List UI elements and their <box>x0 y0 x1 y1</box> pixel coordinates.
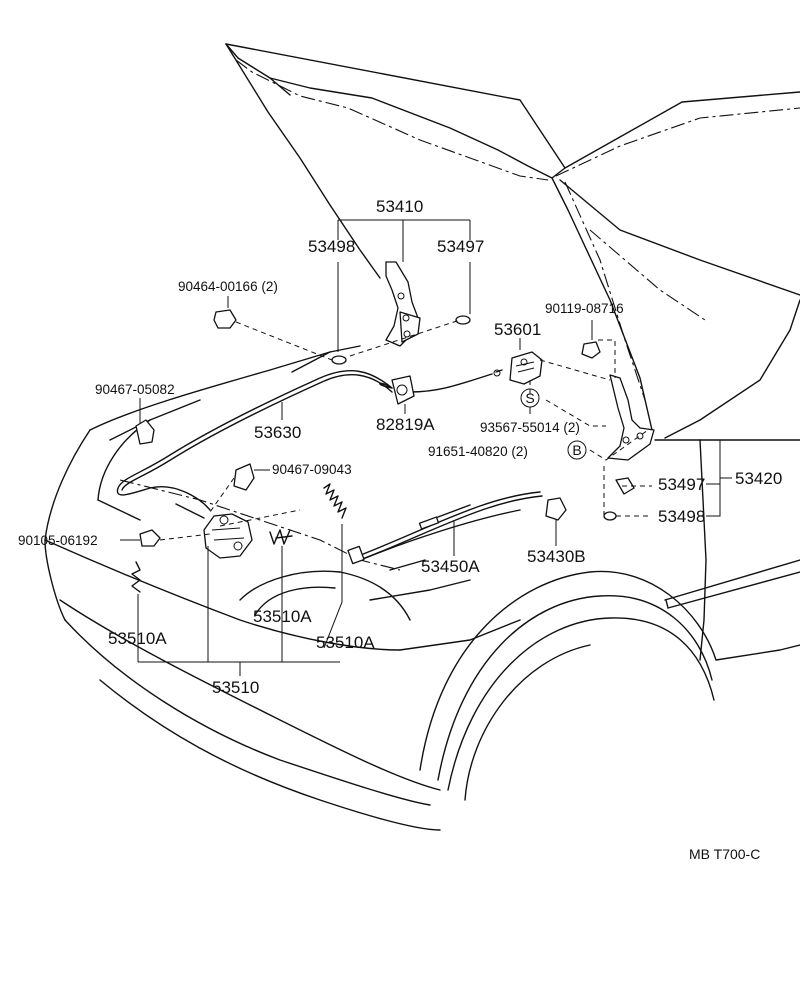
diagram-code: MB T700-C <box>689 846 760 862</box>
label-53510A-mid: 53510A <box>253 607 312 626</box>
label-53497-top: 53497 <box>437 237 484 256</box>
label-90105-06192: 90105-06192 <box>18 533 98 548</box>
label-82819A: 82819A <box>376 415 435 434</box>
circle-b-label: B <box>572 442 581 458</box>
label-53497-right: 53497 <box>658 475 705 494</box>
release-lever-icon <box>391 375 415 405</box>
circle-b-marker: B <box>567 440 587 460</box>
clip-icon <box>135 309 255 547</box>
circle-s-label: S <box>525 390 534 406</box>
label-53450A: 53450A <box>421 557 480 576</box>
label-53510A-left: 53510A <box>108 629 167 648</box>
label-91651-40820: 91651-40820 (2) <box>428 444 528 459</box>
label-90467-09043: 90467-09043 <box>272 462 352 477</box>
label-53601: 53601 <box>494 320 541 339</box>
label-53510A-right: 53510A <box>316 633 375 652</box>
hinge-icon <box>385 261 655 461</box>
label-53498-top: 53498 <box>308 237 355 256</box>
label-93567-55014: 93567-55014 (2) <box>480 420 580 435</box>
label-53630: 53630 <box>254 423 301 442</box>
label-53420: 53420 <box>735 469 782 488</box>
label-53410: 53410 <box>376 197 423 216</box>
latch-icon <box>203 513 253 559</box>
hood-outline <box>44 43 800 831</box>
part-labels: 53410 53498 53497 90464-00166 (2) 90119-… <box>18 197 782 862</box>
callout-lines <box>120 219 732 676</box>
hood-lock-icon <box>509 351 543 385</box>
label-53510: 53510 <box>212 678 259 697</box>
cable-icon <box>116 369 543 565</box>
label-90467-05082: 90467-05082 <box>95 382 175 397</box>
circle-s-marker: S <box>520 388 540 408</box>
label-90119-08716: 90119-08716 <box>545 301 624 316</box>
spring-icon <box>131 483 347 593</box>
label-53498-right: 53498 <box>658 507 705 526</box>
bumper-cushion-icon <box>331 315 617 521</box>
label-90464-00166: 90464-00166 (2) <box>178 279 278 294</box>
label-53430B: 53430B <box>527 547 586 566</box>
